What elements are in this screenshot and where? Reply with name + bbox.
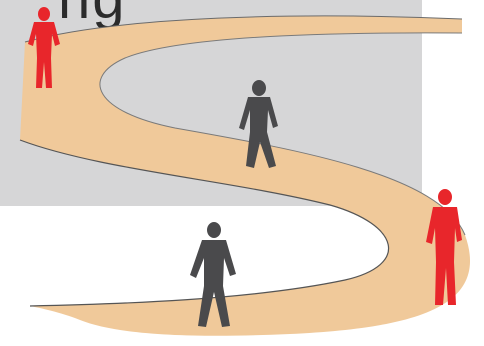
winding-road: [20, 16, 470, 336]
